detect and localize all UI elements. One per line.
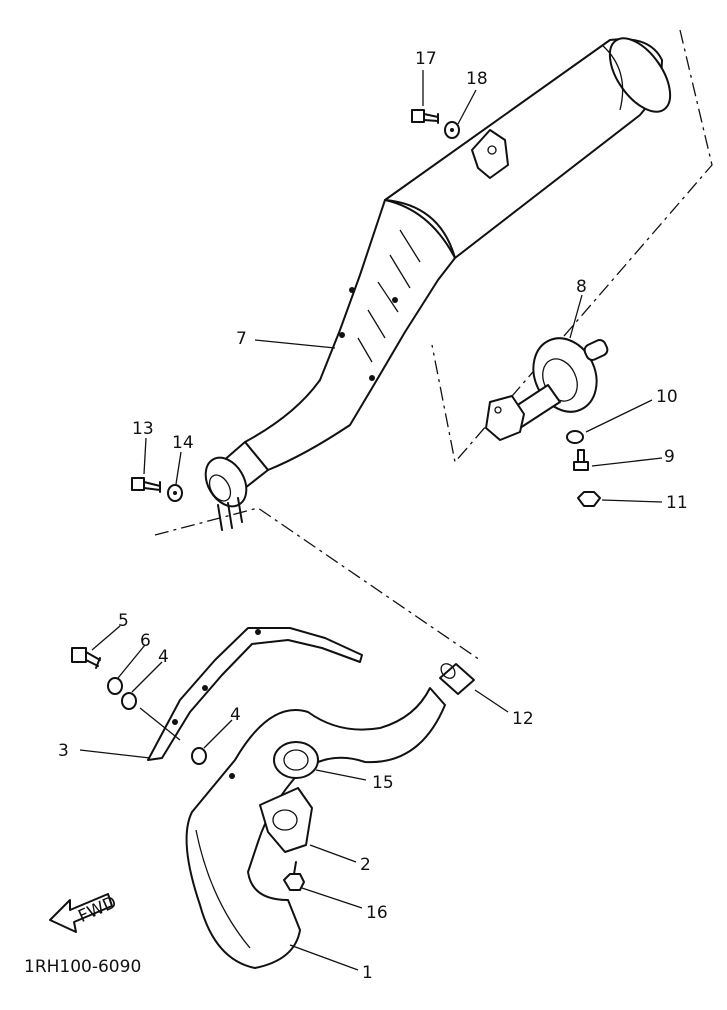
fwd-arrow-shape — [49, 893, 113, 933]
callout-13: 13 — [132, 419, 154, 439]
nut-16 — [283, 861, 305, 891]
callout-12: 12 — [512, 709, 534, 729]
protector — [147, 627, 363, 761]
callout-10: 10 — [656, 387, 678, 407]
muffler-heat-shield — [244, 199, 456, 471]
arrester-nipple — [583, 339, 609, 361]
callout-11: 11 — [666, 493, 688, 513]
damper-4b — [191, 747, 207, 765]
spark-arrester — [485, 337, 609, 441]
damper-4a — [121, 692, 137, 710]
callout-4b: 4 — [230, 705, 241, 725]
screw-9 — [573, 449, 589, 471]
washer-18 — [444, 121, 460, 139]
exhaust-pipe-outer — [185, 687, 446, 969]
gasket-15 — [273, 741, 319, 779]
callout-3: 3 — [58, 741, 69, 761]
bolt-5 — [71, 647, 101, 669]
nut-11 — [577, 491, 601, 507]
callout-15: 15 — [372, 773, 394, 793]
callout-2: 2 — [360, 855, 371, 875]
joint-12 — [439, 663, 475, 695]
muffler — [204, 37, 672, 531]
assembly-dash-lower — [154, 507, 481, 661]
assembly-dash-upper — [431, 29, 713, 464]
callout-17: 17 — [415, 49, 437, 69]
muffler-cap-band — [601, 44, 624, 111]
arrester-flange — [485, 395, 525, 441]
callout-7: 7 — [236, 329, 247, 349]
flange-2 — [259, 787, 313, 853]
washer-10 — [566, 430, 584, 444]
bracket-hole — [487, 145, 497, 155]
callouts: 1 2 3 4 4 5 6 7 8 9 10 11 12 13 14 15 16… — [58, 49, 688, 983]
washer-14 — [167, 484, 183, 502]
diagram-code: 1RH100-6090 — [24, 957, 141, 977]
callout-18: 18 — [466, 69, 488, 89]
callout-5: 5 — [118, 611, 129, 631]
callout-16: 16 — [366, 903, 388, 923]
callout-8: 8 — [576, 277, 587, 297]
collar-6 — [107, 677, 123, 695]
leader-lines — [79, 70, 663, 971]
callout-1: 1 — [362, 963, 373, 983]
bolt-17 — [411, 109, 439, 124]
fwd-arrow: FWD — [49, 893, 120, 933]
callout-14: 14 — [172, 433, 194, 453]
bolt-13 — [131, 477, 161, 493]
callout-6: 6 — [140, 631, 151, 651]
exhaust-pipe — [185, 687, 446, 969]
protector-plate — [147, 627, 363, 761]
callout-4a: 4 — [158, 647, 169, 667]
callout-9: 9 — [664, 447, 675, 467]
